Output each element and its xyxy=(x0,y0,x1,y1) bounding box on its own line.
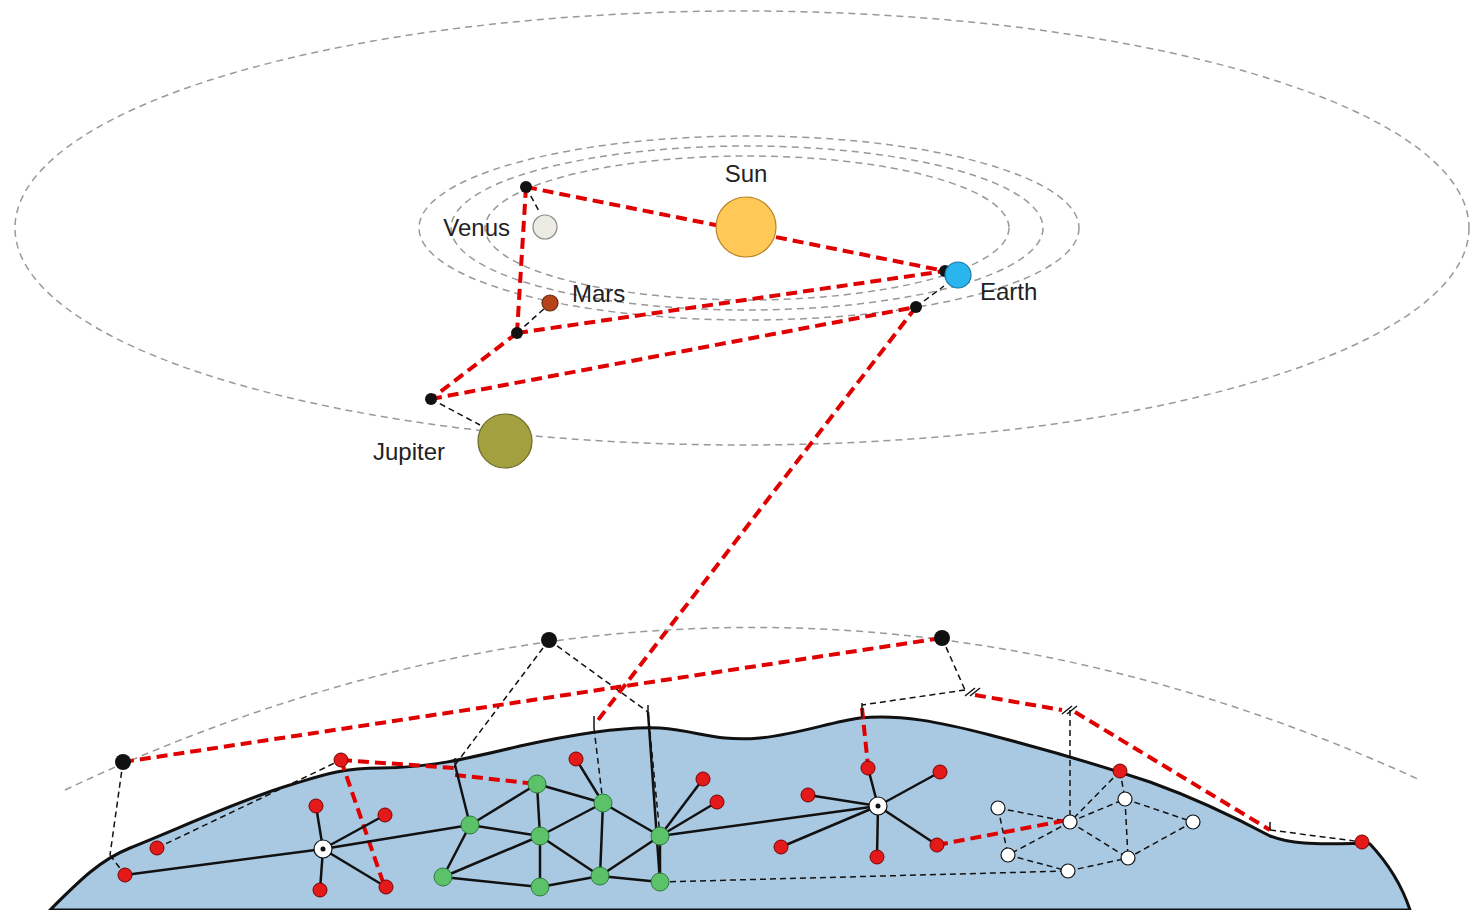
planet-node: Jupiter xyxy=(477,413,533,469)
earth-circle xyxy=(945,262,971,288)
orbit-satellites xyxy=(115,630,950,770)
orbit-lines xyxy=(15,11,1469,445)
mars-circle xyxy=(541,294,559,312)
earth-circle xyxy=(944,261,972,289)
jupiter-circle xyxy=(478,414,532,468)
planet-label: Venus xyxy=(443,216,510,240)
planet-label: Sun xyxy=(725,162,768,186)
sun-circle xyxy=(716,197,776,257)
planet-node: Sun xyxy=(715,196,777,258)
planet-label: Earth xyxy=(980,280,1037,304)
relay-tethers xyxy=(431,187,947,425)
terrestrial-links xyxy=(110,638,1362,882)
access-points xyxy=(314,797,887,858)
mobile-nodes xyxy=(118,752,1369,897)
planet-node: Venus xyxy=(532,214,558,240)
planet-label: Mars xyxy=(572,282,625,306)
mars-circle xyxy=(542,295,558,311)
planet-node: Mars xyxy=(541,294,559,312)
land-mass xyxy=(50,717,1410,910)
wired-links xyxy=(125,712,940,890)
tower-masts xyxy=(455,688,1270,830)
deep-space-links xyxy=(431,187,945,724)
planet-label: Jupiter xyxy=(373,440,445,464)
sensor-nodes xyxy=(991,792,1200,878)
venus-circle xyxy=(533,215,557,239)
jupiter-circle xyxy=(477,413,533,469)
venus-circle xyxy=(532,214,558,240)
sun-circle xyxy=(715,196,777,258)
mesh-nodes xyxy=(434,775,669,896)
relay-satellites xyxy=(425,181,951,405)
planet-node: Earth xyxy=(944,261,972,289)
backbone-links xyxy=(123,638,1270,885)
